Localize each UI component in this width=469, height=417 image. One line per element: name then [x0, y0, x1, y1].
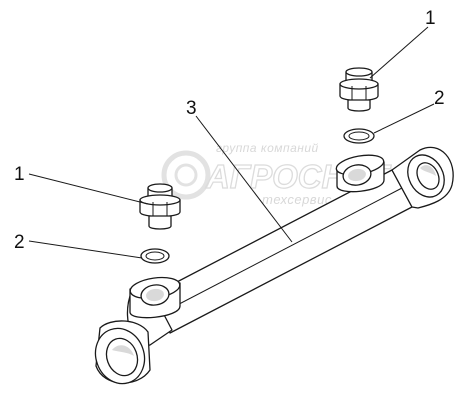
- leader-lines: [28, 26, 435, 259]
- watermark-logo-icon: [161, 150, 211, 200]
- washer-left: [140, 248, 170, 264]
- callout-cylinder: 3: [186, 98, 197, 119]
- callout-washer-left: 2: [14, 232, 25, 253]
- callout-washer-right: 2: [434, 88, 445, 109]
- watermark-line3: техсервис: [262, 192, 332, 207]
- washer-right: [343, 128, 375, 144]
- watermark-line1: группа компаний: [216, 141, 319, 155]
- fitting-right: [339, 67, 379, 112]
- callout-fitting-right: 1: [425, 8, 436, 29]
- cylinder-body: [94, 146, 454, 385]
- callout-fitting-left: 1: [14, 164, 25, 185]
- fitting-left: [139, 183, 181, 230]
